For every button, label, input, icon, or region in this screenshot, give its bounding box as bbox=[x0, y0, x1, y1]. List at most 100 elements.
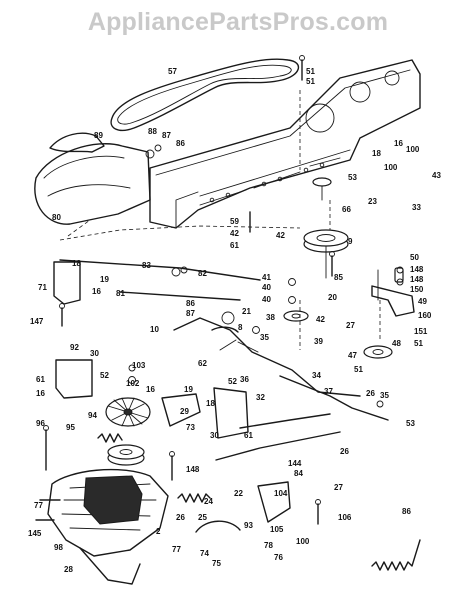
callout-22: 22 bbox=[234, 489, 243, 498]
callout-30: 30 bbox=[210, 431, 219, 440]
callout-100: 100 bbox=[384, 163, 398, 172]
callout-59: 59 bbox=[230, 217, 239, 226]
callout-57: 57 bbox=[168, 67, 177, 76]
callout-75: 75 bbox=[212, 559, 221, 568]
callout-93: 93 bbox=[244, 521, 253, 530]
transmission-pulley bbox=[107, 444, 145, 466]
callout-73: 73 bbox=[186, 423, 195, 432]
transaxle bbox=[35, 468, 169, 585]
callout-92: 92 bbox=[70, 343, 79, 352]
callout-96: 96 bbox=[36, 419, 45, 428]
callout-104: 104 bbox=[274, 489, 288, 498]
site-watermark: AppliancePartsPros.com bbox=[87, 8, 389, 36]
callout-71: 71 bbox=[38, 283, 47, 292]
callout-39: 39 bbox=[314, 337, 323, 346]
callout-36: 36 bbox=[240, 375, 249, 384]
callout-87: 87 bbox=[186, 309, 195, 318]
callout-18: 18 bbox=[372, 149, 381, 158]
callout-100: 100 bbox=[406, 145, 420, 154]
callout-144: 144 bbox=[288, 459, 302, 468]
callout-40: 40 bbox=[262, 283, 271, 292]
callout-16: 16 bbox=[36, 389, 45, 398]
callout-24: 24 bbox=[204, 497, 213, 506]
callout-86: 86 bbox=[186, 299, 195, 308]
callout-27: 27 bbox=[334, 483, 343, 492]
callout-76: 76 bbox=[274, 553, 283, 562]
callout-38: 38 bbox=[266, 313, 275, 322]
callout-160: 160 bbox=[418, 311, 432, 320]
callout-37: 37 bbox=[324, 387, 333, 396]
mounting-brackets bbox=[53, 261, 291, 523]
transmission-fan bbox=[105, 397, 151, 427]
callout-77: 77 bbox=[172, 545, 181, 554]
callout-2: 2 bbox=[156, 527, 161, 536]
springs bbox=[97, 433, 421, 571]
callout-42: 42 bbox=[316, 315, 325, 324]
callout-28: 28 bbox=[64, 565, 73, 574]
callout-51: 51 bbox=[354, 365, 363, 374]
callout-42: 42 bbox=[276, 231, 285, 240]
callout-82: 82 bbox=[198, 269, 207, 278]
callout-86: 86 bbox=[176, 139, 185, 148]
callout-100: 100 bbox=[296, 537, 310, 546]
callout-51: 51 bbox=[306, 77, 315, 86]
callout-61: 61 bbox=[230, 241, 239, 250]
callout-61: 61 bbox=[244, 431, 253, 440]
callout-26: 26 bbox=[340, 447, 349, 456]
callout-95: 95 bbox=[66, 423, 75, 432]
callout-23: 23 bbox=[368, 197, 377, 206]
callout-26: 26 bbox=[176, 513, 185, 522]
callout-9: 9 bbox=[348, 237, 353, 246]
callout-74: 74 bbox=[200, 549, 209, 558]
callout-148: 148 bbox=[186, 465, 200, 474]
callout-50: 50 bbox=[410, 253, 419, 262]
callout-41: 41 bbox=[262, 273, 271, 282]
callout-98: 98 bbox=[54, 543, 63, 552]
callout-10: 10 bbox=[150, 325, 159, 334]
callout-145: 145 bbox=[28, 529, 42, 538]
callout-19: 19 bbox=[184, 385, 193, 394]
curved-rod bbox=[195, 520, 241, 533]
callout-148: 148 bbox=[410, 265, 424, 274]
callout-83: 83 bbox=[142, 261, 151, 270]
callout-78: 78 bbox=[264, 541, 273, 550]
callout-103: 103 bbox=[132, 361, 146, 370]
callout-52: 52 bbox=[228, 377, 237, 386]
callout-80: 80 bbox=[52, 213, 61, 222]
reference-lines bbox=[67, 90, 381, 350]
callout-147: 147 bbox=[30, 317, 44, 326]
callout-40: 40 bbox=[262, 295, 271, 304]
callout-labels: 57 51 51 89 88 87 86 80 16 100 18 100 43… bbox=[28, 67, 441, 574]
callout-102: 102 bbox=[126, 379, 140, 388]
callout-16: 16 bbox=[394, 139, 403, 148]
callout-77: 77 bbox=[34, 501, 43, 510]
callout-53: 53 bbox=[348, 173, 357, 182]
callout-53: 53 bbox=[406, 419, 415, 428]
callout-66: 66 bbox=[342, 205, 351, 214]
callout-47: 47 bbox=[348, 351, 357, 360]
callout-88: 88 bbox=[148, 127, 157, 136]
callout-51: 51 bbox=[306, 67, 315, 76]
callout-35: 35 bbox=[260, 333, 269, 342]
callout-27: 27 bbox=[346, 321, 355, 330]
callout-42: 42 bbox=[230, 229, 239, 238]
callout-30: 30 bbox=[90, 349, 99, 358]
callout-21: 21 bbox=[242, 307, 251, 316]
callout-25: 25 bbox=[198, 513, 207, 522]
callout-32: 32 bbox=[256, 393, 265, 402]
callout-81: 81 bbox=[116, 289, 125, 298]
callout-52: 52 bbox=[100, 371, 109, 380]
callout-86: 86 bbox=[402, 507, 411, 516]
callout-8: 8 bbox=[238, 323, 243, 332]
bolts bbox=[43, 55, 335, 525]
callout-148: 148 bbox=[410, 275, 424, 284]
callout-34: 34 bbox=[312, 371, 321, 380]
callout-49: 49 bbox=[418, 297, 427, 306]
callout-35: 35 bbox=[380, 391, 389, 400]
callout-18: 18 bbox=[72, 259, 81, 268]
callout-94: 94 bbox=[88, 411, 97, 420]
drive-belt bbox=[110, 58, 300, 132]
callout-62: 62 bbox=[198, 359, 207, 368]
